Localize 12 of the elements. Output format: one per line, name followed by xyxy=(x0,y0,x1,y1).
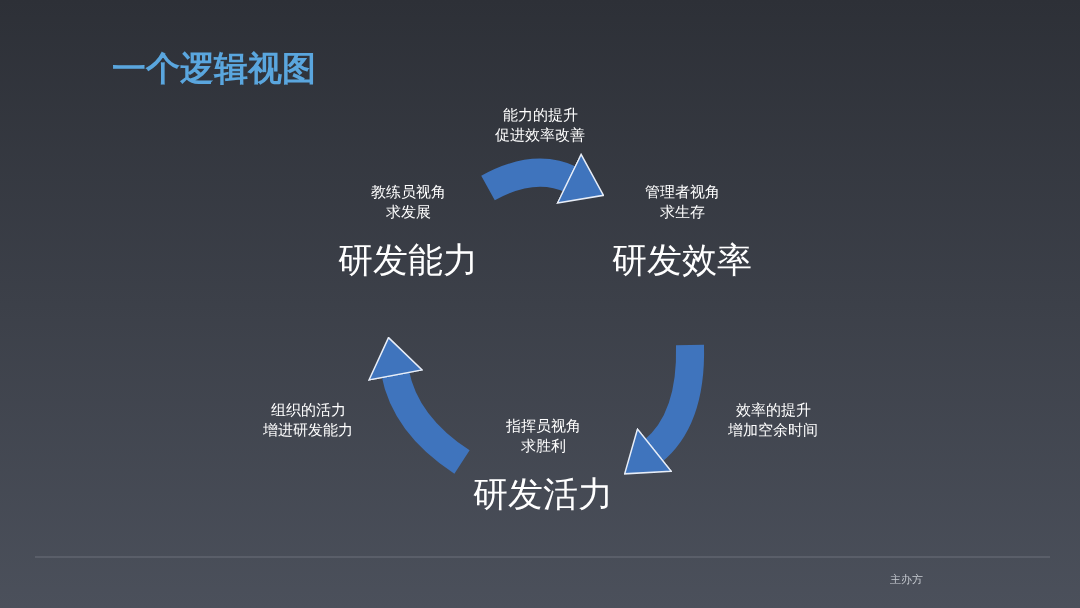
edge-label: 效率的提升增加空余时间 xyxy=(727,400,819,440)
caption-text: 指挥员视角求胜利 xyxy=(504,416,582,456)
edge-label: 能力的提升促进效率改善 xyxy=(494,105,586,145)
edge-label: 组织的活力增进研发能力 xyxy=(262,400,354,440)
slide-title: 一个逻辑视图 xyxy=(112,47,316,90)
organizer-label: 主办方 xyxy=(890,572,923,587)
caption-text: 教练员视角求发展 xyxy=(369,182,447,222)
node-title: 研发效率 xyxy=(612,239,752,282)
node-title: 研发活力 xyxy=(473,473,613,516)
caption-text: 管理者视角求生存 xyxy=(643,182,721,222)
curved-arrow xyxy=(481,153,605,205)
node-title: 研发能力 xyxy=(338,239,478,282)
